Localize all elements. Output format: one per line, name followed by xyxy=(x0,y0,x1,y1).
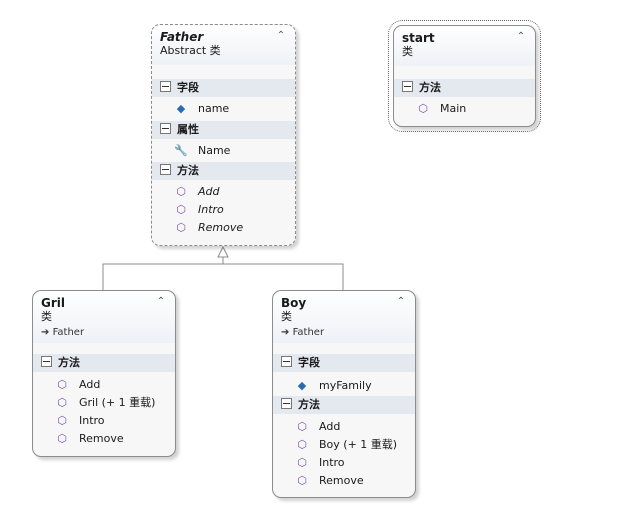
member-method[interactable]: ⬡ Remove xyxy=(174,220,243,236)
member-property[interactable]: 🔧 Name xyxy=(174,143,230,159)
method-icon: ⬡ xyxy=(176,221,186,234)
class-boy-stereotype: 类 xyxy=(281,310,292,323)
member-name: Name xyxy=(198,144,231,157)
member-field[interactable]: ◆ name xyxy=(174,101,229,117)
section-label: 方法 xyxy=(177,164,199,177)
class-boy[interactable]: Boy 类 ➔ Father ⌃ 字段 ◆ myFamily 方法 ⬡ Add ⬡ B… xyxy=(272,290,416,498)
boy-inherit-line xyxy=(223,263,344,290)
section-header-methods[interactable]: 方法 xyxy=(152,162,295,180)
method-icon: ⬡ xyxy=(176,203,186,216)
field-icon: ◆ xyxy=(297,379,307,392)
member-method[interactable]: ⬡ Intro xyxy=(174,202,224,218)
member-name: Intro xyxy=(79,414,105,427)
member-method[interactable]: ⬡ Main xyxy=(416,101,466,117)
class-father-title: Father xyxy=(160,30,204,44)
method-icon: ⬡ xyxy=(57,432,67,445)
class-father[interactable]: Father Abstract 类 ⌃ 字段 ◆ name 属性 🔧 Name 方法… xyxy=(151,24,296,246)
section-label: 属性 xyxy=(177,123,199,136)
method-icon: ⬡ xyxy=(57,396,67,409)
field-icon: ◆ xyxy=(176,102,186,115)
class-boy-base: ➔ Father xyxy=(281,327,324,339)
member-name: Boy (+ 1 重载) xyxy=(319,438,398,451)
collapse-icon[interactable]: ⌃ xyxy=(156,296,166,307)
class-gril-stereotype: 类 xyxy=(41,310,52,323)
member-name: myFamily xyxy=(319,379,372,392)
class-start-title: start xyxy=(402,31,435,45)
class-father-stereotype: Abstract 类 xyxy=(160,44,221,57)
collapse-section-icon[interactable] xyxy=(402,81,413,92)
method-icon: ⬡ xyxy=(176,185,186,198)
base-class-name: Father xyxy=(52,327,85,338)
class-gril-title: Gril xyxy=(41,296,65,310)
method-icon: ⬡ xyxy=(57,414,67,427)
method-icon: ⬡ xyxy=(297,474,307,487)
member-name: name xyxy=(198,102,230,115)
class-start-header[interactable]: start 类 ⌃ xyxy=(394,26,535,66)
section-label: 方法 xyxy=(298,398,320,411)
class-gril-base: ➔ Father xyxy=(41,327,84,339)
inherit-arrow-icon: ➔ xyxy=(281,327,290,338)
member-method[interactable]: ⬡ Gril (+ 1 重载) xyxy=(55,395,155,411)
method-icon: ⬡ xyxy=(297,456,307,469)
wrench-icon: 🔧 xyxy=(174,144,188,157)
section-header-methods[interactable]: 方法 xyxy=(33,354,175,372)
class-start[interactable]: start 类 ⌃ 方法 ⬡ Main xyxy=(388,20,541,132)
member-name: Intro xyxy=(319,456,345,469)
member-field[interactable]: ◆ myFamily xyxy=(295,378,372,394)
member-method[interactable]: ⬡ Boy (+ 1 重载) xyxy=(295,437,397,453)
member-name: Add xyxy=(79,378,101,391)
collapse-section-icon[interactable] xyxy=(281,398,292,409)
member-method[interactable]: ⬡ Intro xyxy=(55,413,105,429)
collapse-section-icon[interactable] xyxy=(160,123,171,134)
member-method[interactable]: ⬡ Add xyxy=(55,377,100,393)
section-header-fields[interactable]: 字段 xyxy=(273,354,415,372)
member-name: Intro xyxy=(198,203,224,216)
section-header-fields[interactable]: 字段 xyxy=(152,79,295,97)
member-method[interactable]: ⬡ Remove xyxy=(295,473,364,489)
class-boy-header[interactable]: Boy 类 ➔ Father ⌃ xyxy=(273,291,415,343)
method-icon: ⬡ xyxy=(418,102,428,115)
inherit-arrow-icon: ➔ xyxy=(41,327,50,338)
section-header-methods[interactable]: 方法 xyxy=(273,396,415,414)
member-name: Remove xyxy=(319,474,364,487)
member-name: Add xyxy=(319,420,341,433)
collapse-section-icon[interactable] xyxy=(160,164,171,175)
method-icon: ⬡ xyxy=(297,420,307,433)
member-name: Add xyxy=(198,185,220,198)
collapse-section-icon[interactable] xyxy=(281,356,292,367)
section-header-methods[interactable]: 方法 xyxy=(394,79,535,97)
section-label: 字段 xyxy=(298,356,320,369)
collapse-icon[interactable]: ⌃ xyxy=(396,296,406,307)
class-father-header[interactable]: Father Abstract 类 ⌃ xyxy=(152,25,295,65)
inheritance-arrowhead xyxy=(217,245,229,258)
section-label: 方法 xyxy=(419,81,441,94)
section-header-properties[interactable]: 属性 xyxy=(152,121,295,139)
method-icon: ⬡ xyxy=(297,438,307,451)
member-name: Remove xyxy=(198,221,244,234)
member-name: Remove xyxy=(79,432,124,445)
member-name: Main xyxy=(440,102,467,115)
member-method[interactable]: ⬡ Remove xyxy=(55,431,124,447)
gril-inherit-line xyxy=(102,248,224,290)
member-name: Gril (+ 1 重载) xyxy=(79,396,156,409)
base-class-name: Father xyxy=(292,327,325,338)
class-boy-title: Boy xyxy=(281,296,307,310)
member-method[interactable]: ⬡ Add xyxy=(295,419,340,435)
collapse-section-icon[interactable] xyxy=(160,81,171,92)
class-gril[interactable]: Gril 类 ➔ Father ⌃ 方法 ⬡ Add ⬡ Gril (+ 1 重载)… xyxy=(32,290,176,457)
collapse-section-icon[interactable] xyxy=(41,356,52,367)
class-start-stereotype: 类 xyxy=(402,45,413,58)
member-method[interactable]: ⬡ Intro xyxy=(295,455,345,471)
member-method[interactable]: ⬡ Add xyxy=(174,184,220,200)
section-label: 字段 xyxy=(177,81,199,94)
collapse-icon[interactable]: ⌃ xyxy=(276,30,286,41)
collapse-icon[interactable]: ⌃ xyxy=(516,31,526,42)
class-gril-header[interactable]: Gril 类 ➔ Father ⌃ xyxy=(33,291,175,343)
section-label: 方法 xyxy=(58,356,80,369)
method-icon: ⬡ xyxy=(57,378,67,391)
